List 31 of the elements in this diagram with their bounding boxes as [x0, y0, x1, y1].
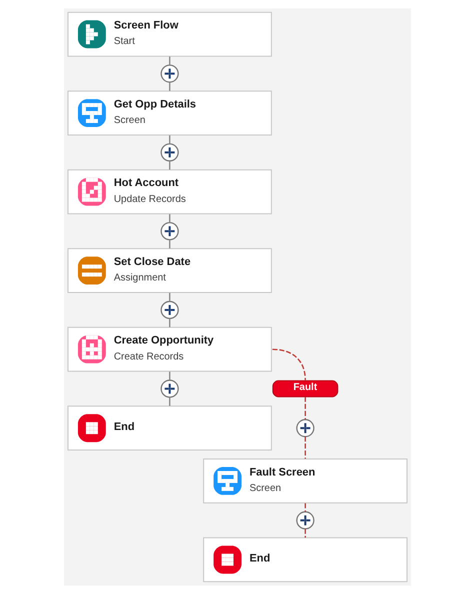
node-box: End [67, 406, 272, 451]
connector [304, 436, 306, 459]
node-box: Create Opportunity Create Records [67, 326, 272, 372]
connector [168, 82, 170, 91]
connector [168, 56, 170, 66]
node-circle [160, 143, 178, 162]
connector [168, 214, 170, 223]
connector [304, 528, 306, 538]
node-circle [160, 380, 178, 398]
node-box: Set Close Date Assignment [67, 248, 272, 294]
node-circle [160, 300, 178, 320]
connector [168, 160, 170, 170]
node-circle [296, 419, 314, 438]
connector [168, 372, 170, 380]
connector [168, 292, 170, 302]
connector [168, 318, 170, 328]
connector [168, 135, 170, 144]
connector [304, 503, 306, 512]
node-circle [160, 64, 178, 83]
node-box: Get Opp Details Screen [67, 90, 272, 136]
connector [168, 240, 170, 248]
node-circle [296, 511, 314, 530]
node-box: Hot Account Update Records [67, 169, 272, 214]
node-box: Fault Screen Screen [202, 458, 407, 504]
node-circle [160, 222, 178, 240]
node-box: End [202, 537, 407, 582]
node-box: Screen Flow Start [67, 12, 272, 57]
connector [272, 348, 306, 380]
connector [304, 396, 306, 420]
connector [168, 397, 170, 406]
node-box: Fault [272, 380, 338, 398]
